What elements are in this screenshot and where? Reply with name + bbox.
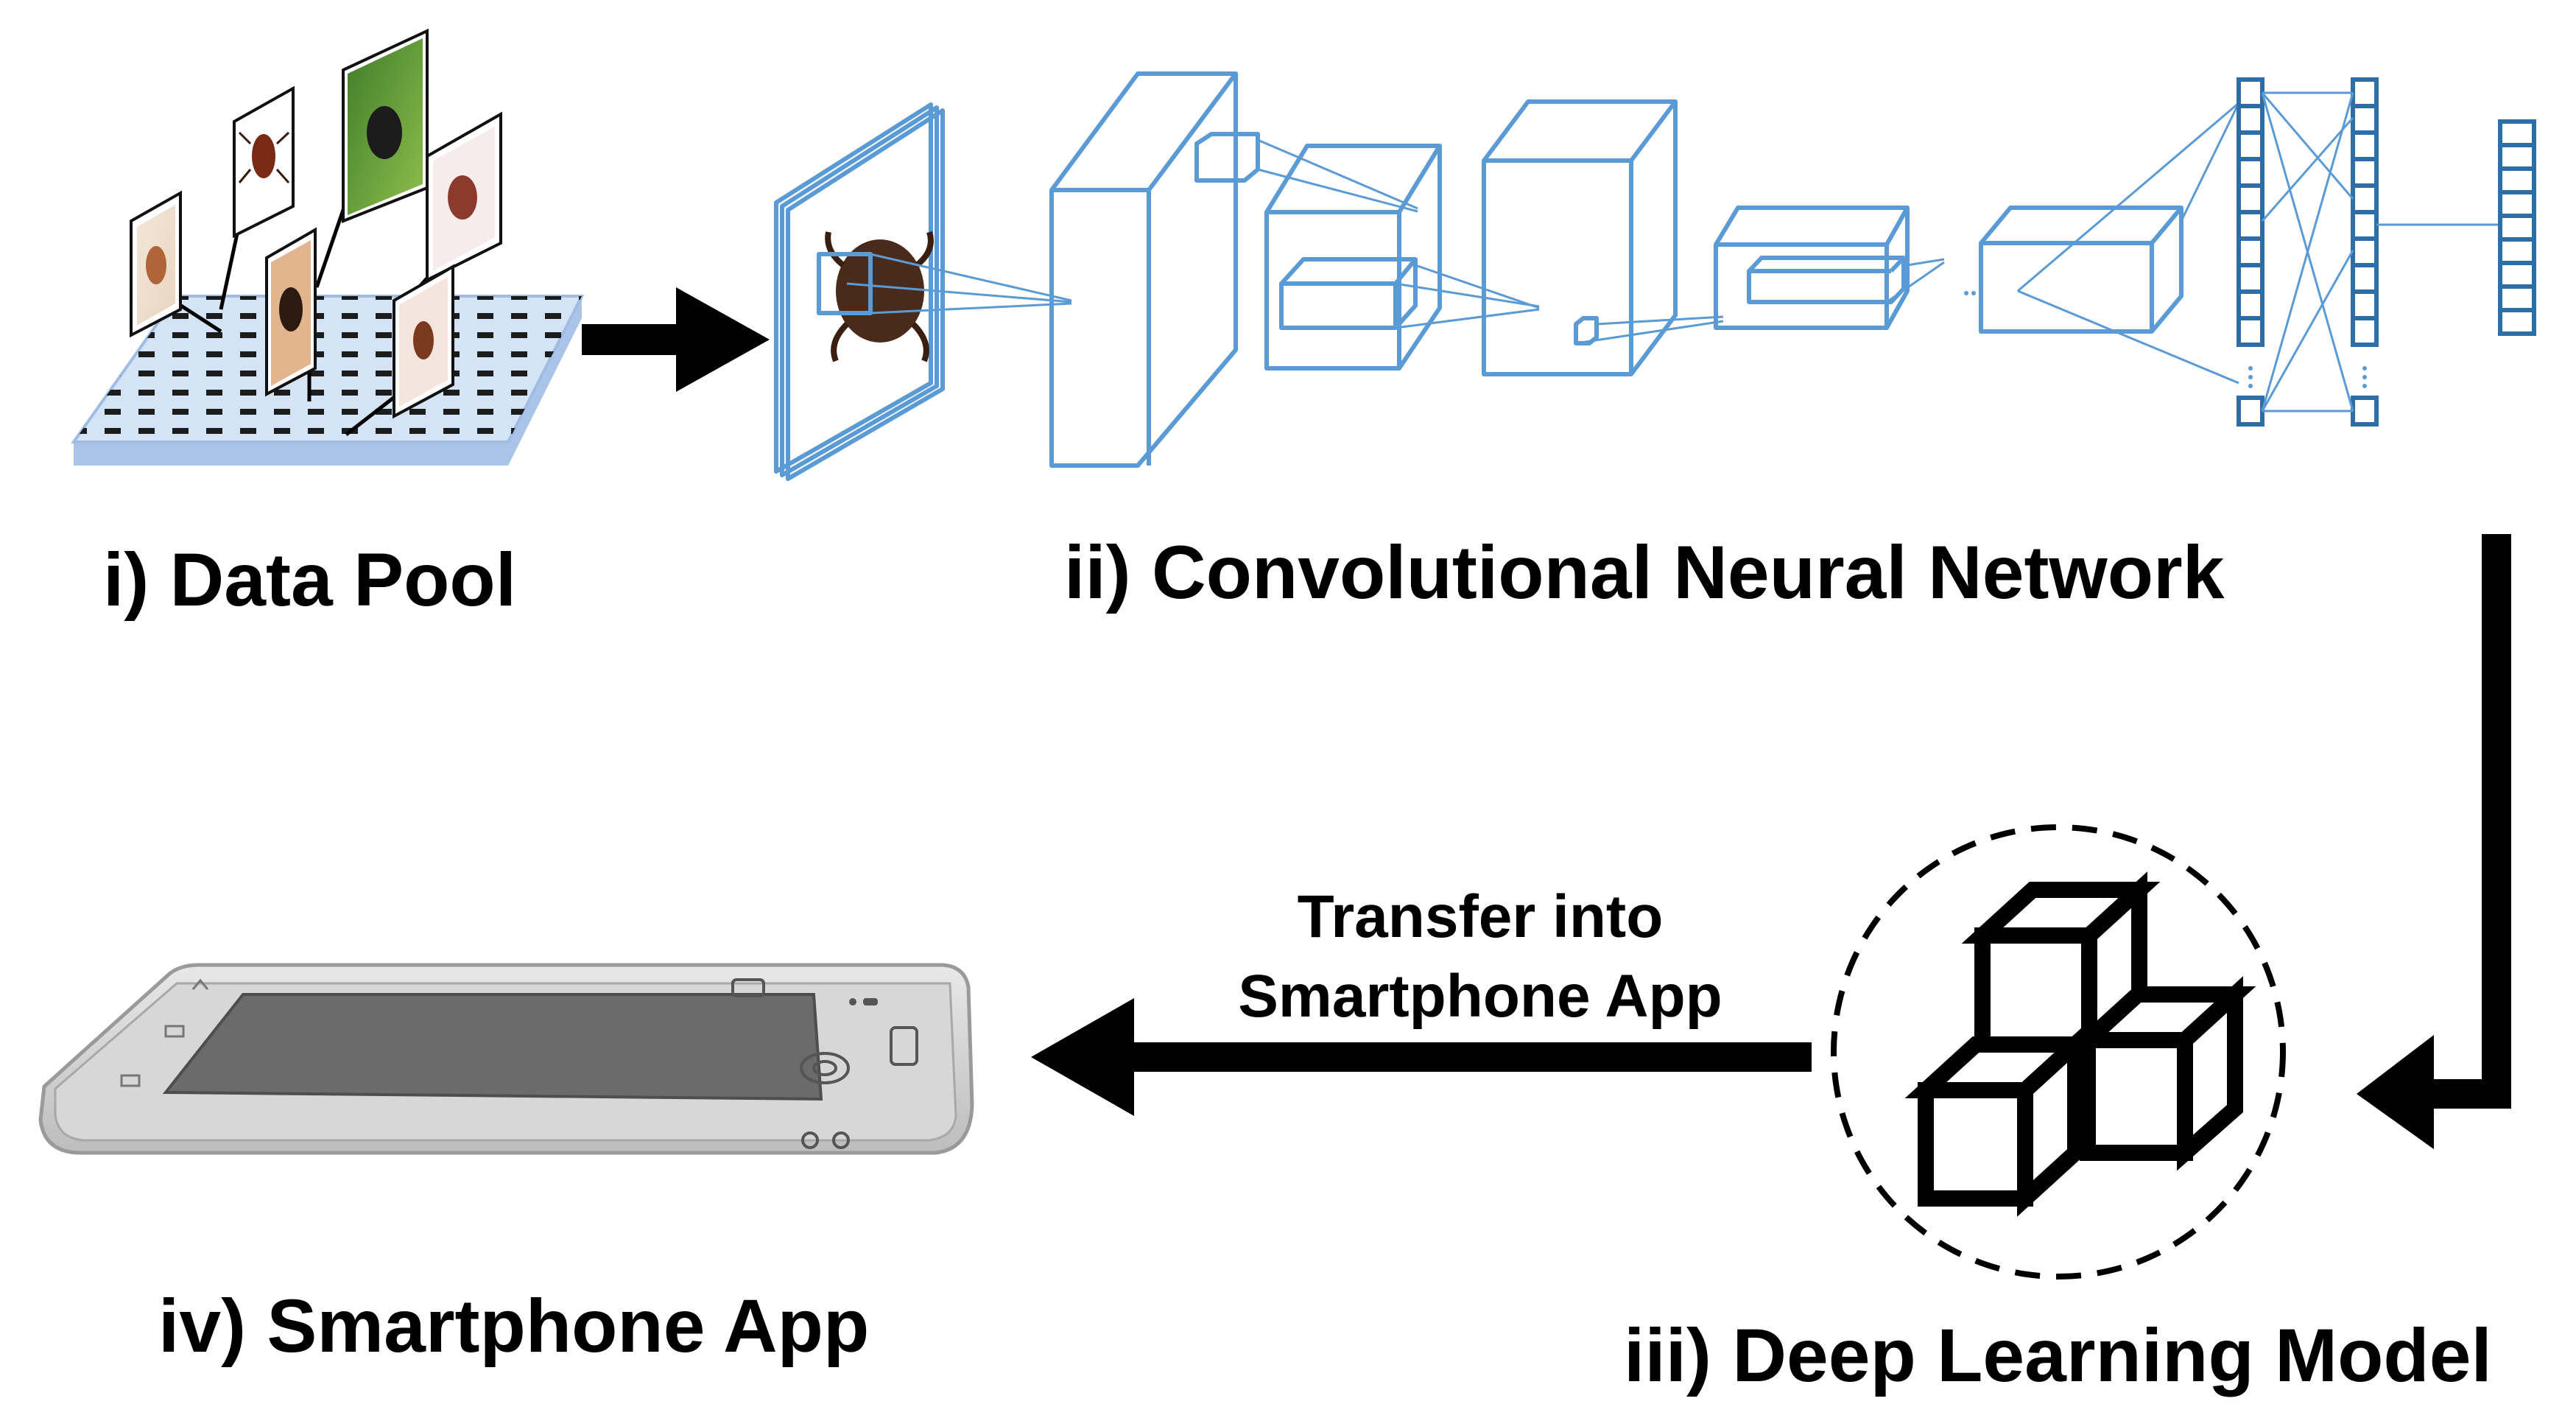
label-data-pool: i) Data Pool [103,538,516,622]
tick-photo-card [426,111,502,283]
phone-screen [162,993,823,1101]
transfer-label-line2: Smartphone App [1238,963,1722,1030]
label-cnn: ii) Convolutional Neural Network [1064,530,2225,614]
tick-photo-card [265,227,317,397]
arrow-right-icon [582,287,770,392]
label-deep-learning-model: iii) Deep Learning Model [1624,1313,2492,1397]
tick-photo-card [233,85,295,239]
fc-layer-1 [2237,77,2264,427]
tick-photo-card [393,264,454,419]
arrow-left-icon [1031,998,1812,1116]
smartphone-icon [38,963,974,1155]
input-image-stack [774,102,945,481]
tick-photo-card [342,28,429,223]
tick-image [836,239,924,343]
label-smartphone-app: iv) Smartphone App [158,1284,869,1368]
neural-network-icon [774,71,2536,481]
arrow-down-left-icon [2357,534,2511,1149]
tick-photo-card [130,190,182,338]
transfer-label-line1: Transfer into [1298,883,1664,950]
output-layer [2498,119,2536,336]
fc-layer-2 [2351,77,2379,427]
stacked-cubes-icon [1831,824,2286,1280]
data-pool-icon [71,28,585,466]
ellipsis-dots [1964,291,1976,295]
